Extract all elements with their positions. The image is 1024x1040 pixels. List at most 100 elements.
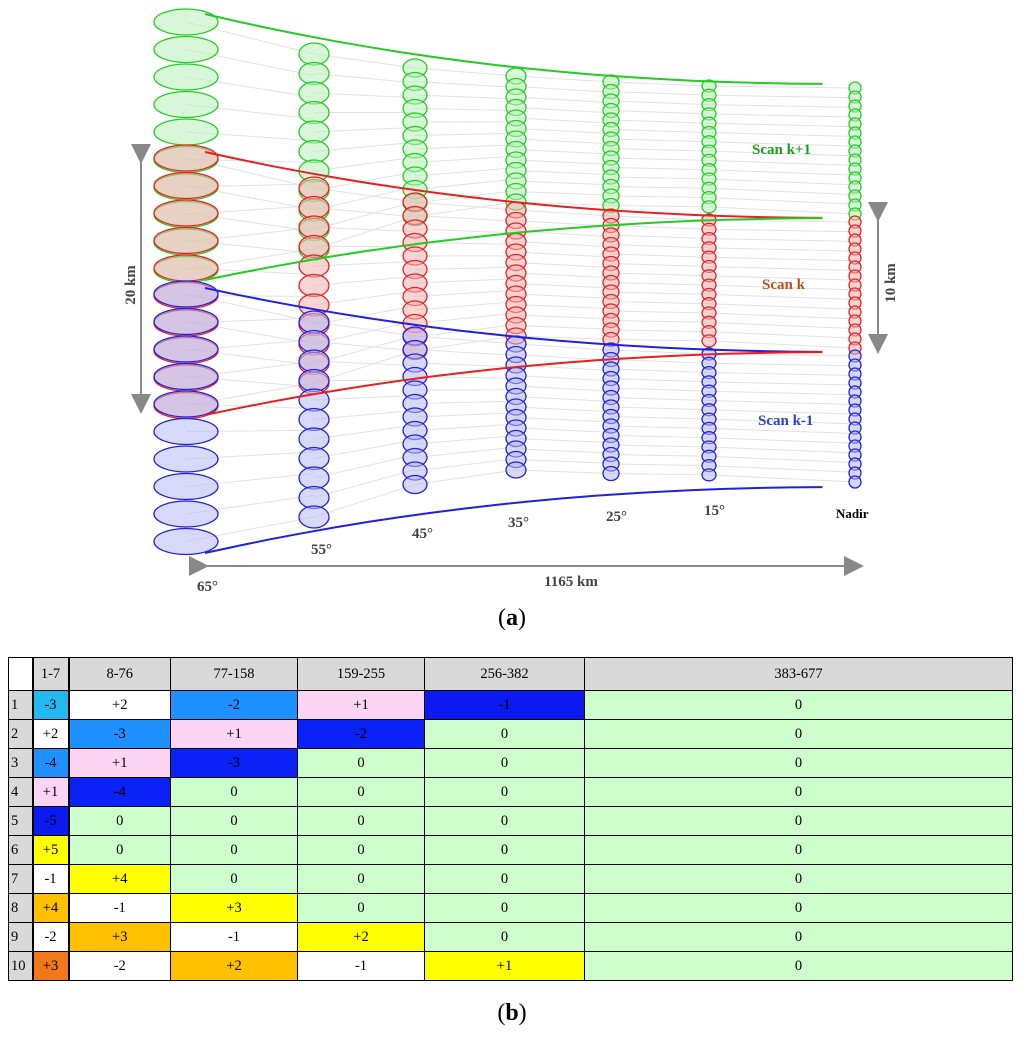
table-cell: +1	[68, 748, 171, 778]
grid-line	[610, 100, 710, 106]
table-cell: 0	[584, 922, 1013, 952]
grid-line	[313, 305, 416, 325]
grid-line	[515, 438, 612, 444]
table-header-cell: 1-7	[31, 657, 70, 691]
grid-line	[610, 310, 710, 314]
footprint-ellipse-b	[298, 349, 330, 373]
grid-line	[515, 201, 612, 206]
table-cell: +1	[170, 719, 298, 749]
grid-line	[414, 312, 517, 324]
grid-line	[610, 425, 710, 429]
table-cell: 0	[297, 864, 425, 894]
grid-line	[708, 446, 856, 454]
angle-label-65: 65°	[197, 579, 218, 595]
grid-line	[610, 119, 710, 124]
grid-line	[708, 132, 856, 137]
grid-line	[414, 362, 517, 368]
grid-line	[610, 435, 710, 439]
footprint-ellipse-g	[298, 139, 330, 164]
table-cell: -3	[68, 719, 171, 749]
grid-line	[610, 195, 710, 199]
grid-line	[708, 303, 856, 310]
table-cell: +2	[297, 922, 425, 952]
grid-line	[313, 207, 416, 218]
grid-line	[313, 409, 416, 420]
grid-line	[515, 459, 612, 464]
table-cell: -2	[297, 719, 425, 749]
grid-line	[708, 247, 856, 252]
table-cell: 0	[584, 806, 1013, 836]
angle-label-55: 55°	[311, 542, 332, 558]
grid-line	[515, 272, 612, 279]
table-cell: +2	[68, 690, 171, 720]
grid-line	[414, 435, 517, 445]
grid-line	[515, 96, 612, 104]
table-cell: 0	[584, 748, 1013, 778]
angle-label-15: 15°	[704, 503, 725, 519]
grid-line	[610, 387, 710, 392]
grid-line	[610, 368, 710, 374]
grid-line	[610, 406, 710, 411]
grid-line	[313, 341, 416, 352]
grid-line	[708, 122, 856, 128]
table-cell: -5	[31, 806, 70, 836]
grid-line	[313, 350, 416, 384]
grid-line	[610, 157, 710, 161]
grid-line	[610, 397, 710, 401]
table-cell: +3	[31, 951, 70, 981]
footprint-ellipse-b	[298, 310, 330, 334]
row-index: 7	[8, 864, 33, 894]
table-cell: 0	[297, 748, 425, 778]
grid-line	[708, 331, 856, 339]
caption-a-letter: a	[506, 605, 518, 631]
grid-line	[610, 234, 710, 240]
grid-line	[313, 92, 416, 99]
grid-line	[610, 148, 710, 152]
table-cell: 0	[584, 951, 1013, 981]
footprint-ellipse-b	[153, 390, 219, 418]
grid-line	[313, 394, 416, 401]
grid-line	[708, 94, 856, 99]
grid-line	[414, 67, 517, 77]
table-cell: +3	[170, 893, 298, 923]
grid-line	[708, 465, 856, 473]
grid-line	[708, 256, 856, 262]
grid-line	[414, 412, 517, 418]
footprint-ellipse-g	[153, 118, 219, 146]
footprint-ellipse-b	[298, 485, 330, 510]
footprint-ellipse-b	[153, 280, 219, 308]
table-cell: 0	[297, 835, 425, 865]
grid-line	[708, 381, 856, 386]
table-cell: 0	[584, 690, 1013, 720]
grid-line	[708, 372, 856, 376]
grid-line	[414, 469, 517, 485]
grid-line	[610, 454, 710, 457]
grid-line	[313, 126, 416, 133]
footprint-ellipse-g	[298, 81, 330, 105]
table-cell: 0	[584, 719, 1013, 749]
grid-line	[313, 187, 416, 203]
grid-line	[414, 178, 517, 190]
grid-line	[414, 81, 517, 88]
grid-line	[414, 215, 517, 222]
grid-line	[610, 339, 710, 342]
row-index: 6	[8, 835, 33, 865]
footprint-ellipse-b	[298, 329, 330, 354]
footprint-ellipse-g	[153, 8, 219, 36]
grid-line	[414, 458, 517, 472]
dimension-label-10km: 10 km	[883, 263, 899, 303]
table-cell: 0	[584, 835, 1013, 865]
angle-label-45: 45°	[412, 526, 433, 542]
grid-line	[708, 266, 856, 271]
table-cell: -3	[31, 690, 70, 720]
grid-line	[515, 209, 612, 217]
scan-label-k: Scan k	[762, 277, 806, 293]
grid-line	[610, 359, 710, 364]
row-index: 8	[8, 893, 33, 923]
grid-line	[515, 159, 612, 165]
grid-line	[414, 423, 517, 431]
